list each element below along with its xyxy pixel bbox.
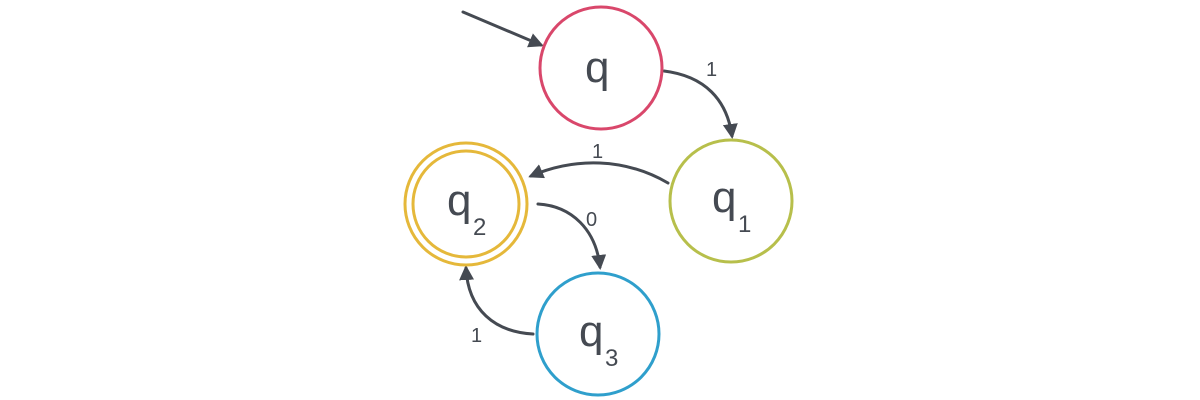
state-q3-circle bbox=[535, 271, 661, 397]
edge-label-q1-to-q2: 1 bbox=[592, 141, 603, 163]
state-q: q bbox=[538, 5, 664, 131]
edge-q-to-q1 bbox=[662, 69, 738, 139]
state-q2: q 2 bbox=[403, 141, 529, 267]
state-q3-subscript: 3 bbox=[605, 345, 618, 372]
state-q-label: q bbox=[585, 43, 609, 92]
edge-q1-to-q2 bbox=[528, 161, 670, 185]
edge-label-q2-to-q3: 0 bbox=[586, 209, 597, 231]
state-q2-label: q bbox=[447, 176, 471, 225]
edge-label-q3-to-q2: 1 bbox=[471, 325, 482, 347]
edge-q2-to-q3 bbox=[536, 202, 607, 270]
start-arrow bbox=[461, 10, 544, 48]
state-q1-circle bbox=[668, 138, 794, 264]
state-q2-inner-circle bbox=[411, 149, 521, 259]
state-q1: q 1 bbox=[668, 138, 794, 264]
state-q1-label: q bbox=[712, 173, 736, 222]
state-q3: q 3 bbox=[535, 271, 661, 397]
state-q-circle bbox=[538, 5, 664, 131]
state-q3-label: q bbox=[579, 307, 603, 356]
edge-q3-to-q2 bbox=[459, 265, 535, 336]
edge-label-q-to-q1: 1 bbox=[706, 59, 717, 81]
state-q1-subscript: 1 bbox=[738, 211, 751, 238]
state-q2-subscript: 2 bbox=[473, 214, 486, 241]
